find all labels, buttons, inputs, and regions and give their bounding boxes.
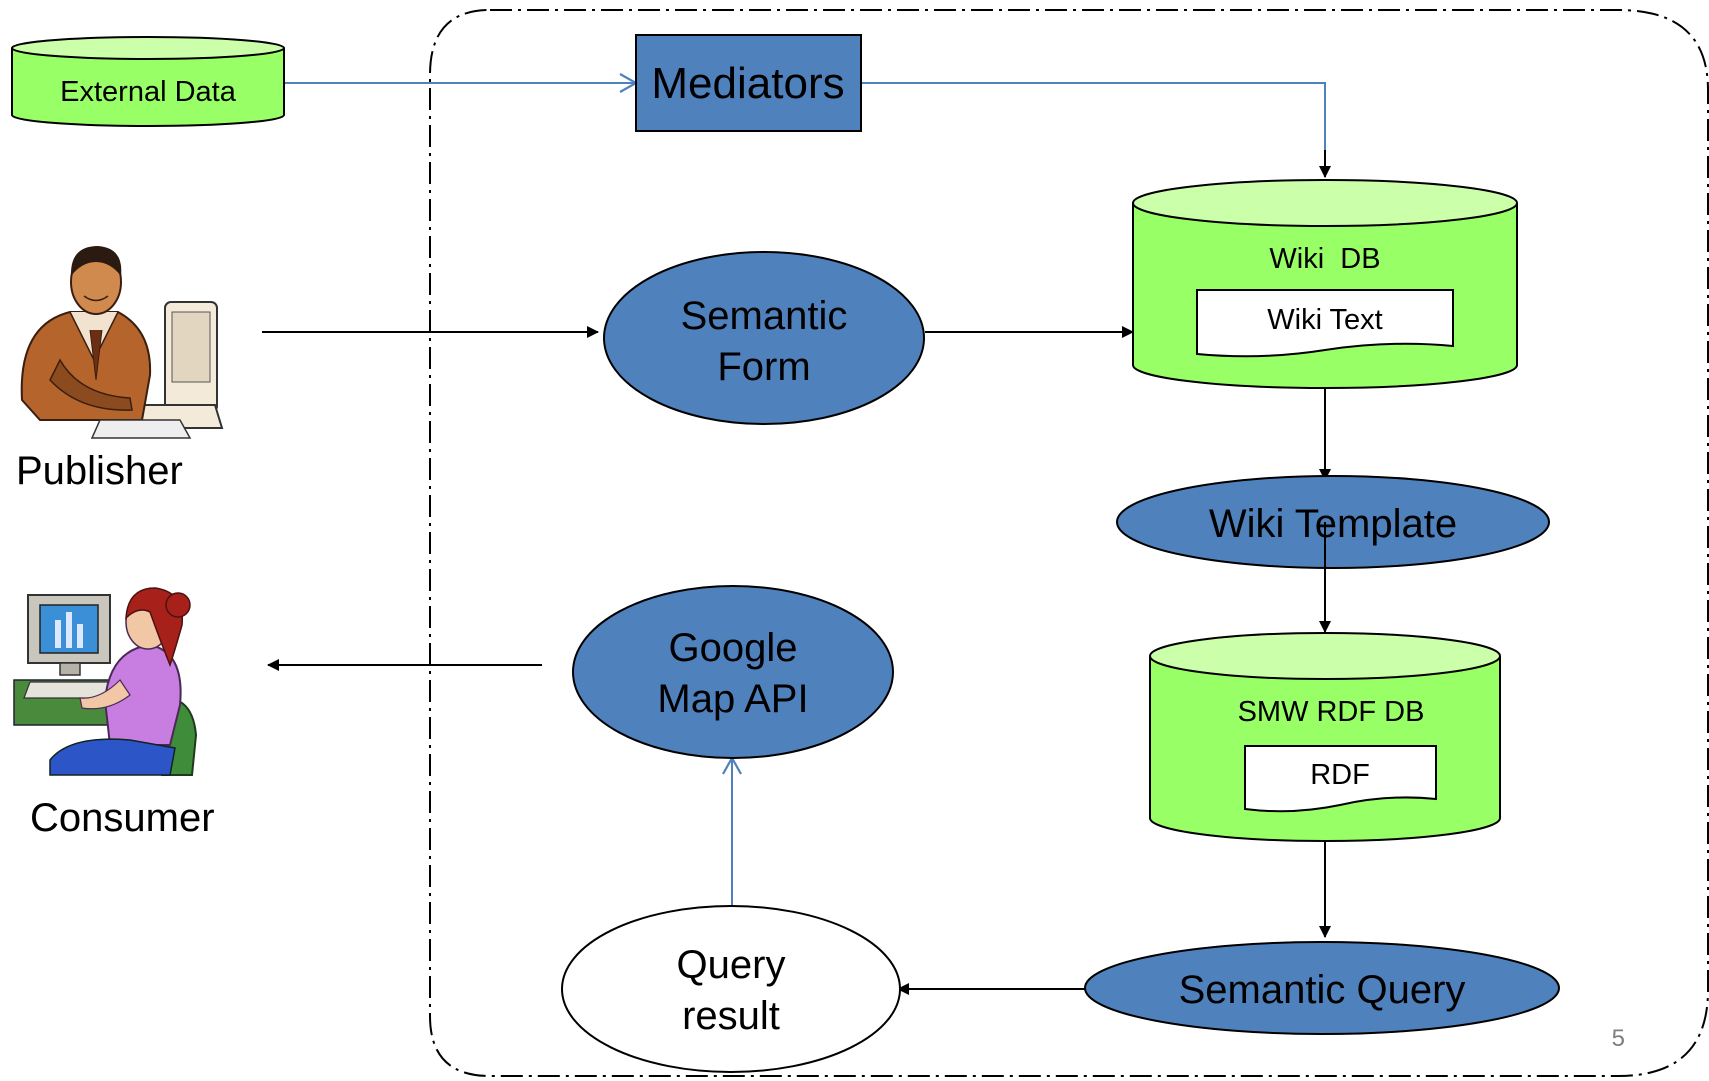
semantic-form-label-line1: Semantic	[681, 294, 848, 338]
mediators-box: Mediators	[635, 34, 862, 132]
google-map-api-label-line2: Map API	[657, 677, 808, 721]
query-result-node: Query result	[561, 905, 901, 1073]
semantic-query-node: Semantic Query	[1084, 941, 1560, 1035]
semantic-form-node: Semantic Form	[603, 251, 925, 425]
smw-rdf-db-label: SMW RDF DB	[1238, 696, 1425, 728]
wiki-template-label: Wiki Template	[1209, 502, 1457, 546]
semantic-form-label-line2: Form	[717, 345, 810, 389]
mediators-label: Mediators	[651, 59, 844, 108]
system-boundary	[429, 9, 1709, 1077]
query-result-label-line2: result	[682, 994, 780, 1038]
query-result-label-line1: Query	[677, 943, 786, 987]
smw-rdf-db: SMW RDF DB RDF	[1149, 632, 1501, 842]
publisher-icon	[20, 246, 224, 439]
wiki-text-document	[1196, 289, 1454, 358]
publisher-label: Publisher	[16, 449, 183, 493]
external-data-label: External Data	[60, 76, 237, 108]
wiki-db-label: Wiki DB	[1269, 243, 1380, 275]
rdf-label: RDF	[1310, 759, 1370, 791]
external-data-db: External Data	[11, 36, 285, 127]
wiki-db: Wiki DB Wiki Text	[1132, 179, 1518, 389]
consumer-label: Consumer	[30, 796, 215, 840]
page-number: 5	[1612, 1025, 1625, 1052]
wiki-text-label: Wiki Text	[1267, 304, 1382, 336]
semantic-query-label: Semantic Query	[1179, 968, 1466, 1012]
consumer-icon	[13, 587, 198, 776]
google-map-api-label-line1: Google	[669, 626, 798, 670]
wiki-template-node: Wiki Template	[1116, 475, 1550, 569]
edge-mediators-to-wikidb	[861, 82, 1326, 176]
rdf-document	[1244, 745, 1437, 813]
google-map-api-node: Google Map API	[572, 585, 894, 759]
